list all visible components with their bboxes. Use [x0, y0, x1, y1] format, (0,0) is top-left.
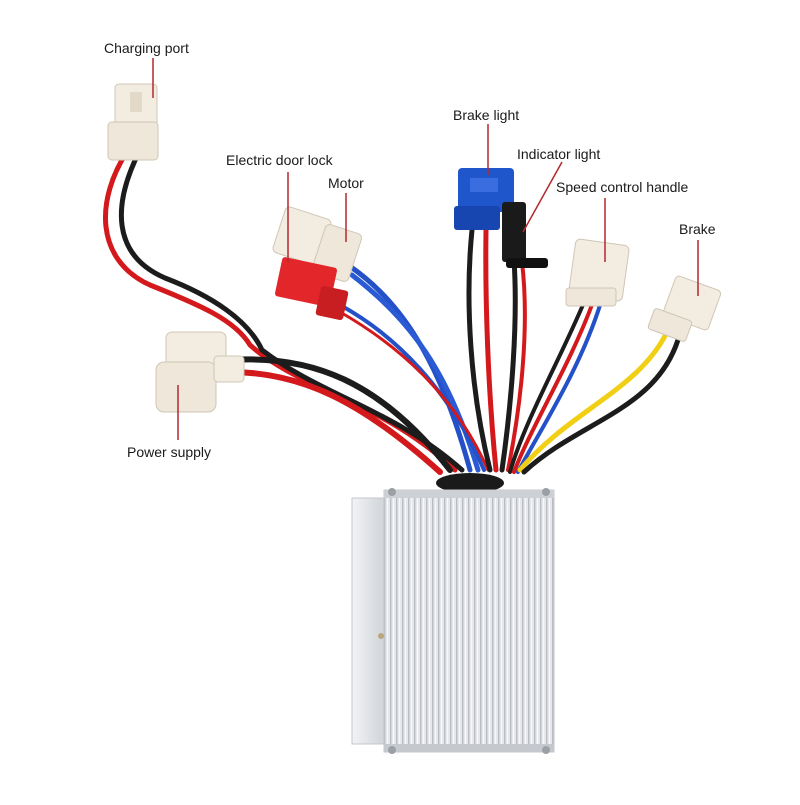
doorlock-wire-red — [338, 310, 490, 472]
label-electric-door-lock: Electric door lock — [226, 152, 333, 168]
doorlock-wire-blue — [338, 303, 486, 472]
label-speed-control-handle: Speed control handle — [556, 179, 689, 195]
screw — [542, 488, 550, 496]
charging-wire-black — [118, 147, 465, 473]
label-power-supply: Power supply — [127, 444, 212, 460]
power-supply-connector — [155, 331, 245, 413]
label-indicator-light: Indicator light — [517, 146, 601, 162]
screw — [388, 746, 396, 754]
power-wire-red — [227, 369, 443, 475]
connectors — [107, 83, 722, 413]
indicator-wire-black — [499, 257, 518, 473]
brake-wire-black — [521, 330, 683, 475]
leader-lines — [152, 58, 699, 440]
speed-wire-red — [512, 300, 595, 474]
indicator-wire-red — [506, 260, 527, 472]
brake-wire-yellow — [517, 327, 671, 473]
label-motor: Motor — [328, 175, 364, 191]
label-brake-light: Brake light — [453, 107, 520, 123]
brakelight-wire-black — [466, 227, 493, 473]
speed-control-connector — [565, 238, 630, 307]
wire-bundle — [102, 147, 683, 493]
indicator-light-connector — [502, 202, 548, 268]
screw — [542, 746, 550, 754]
leader-indicator-light — [522, 161, 563, 233]
charging-port-connector — [107, 83, 159, 161]
speed-wire-blue — [516, 300, 603, 474]
door-lock-connector — [275, 257, 349, 321]
cable-grommet — [436, 473, 504, 493]
label-charging-port: Charging port — [104, 40, 189, 56]
brakelight-wire-red — [483, 227, 499, 473]
motor-wire-blue-1 — [345, 262, 473, 473]
speed-wire-black — [508, 298, 587, 474]
brake-connector — [647, 275, 722, 342]
screw — [388, 488, 396, 496]
screw — [378, 633, 384, 639]
controller-housing — [351, 488, 555, 754]
brake-light-connector — [454, 168, 514, 230]
label-brake: Brake — [679, 221, 716, 237]
power-wire-black — [229, 356, 453, 473]
